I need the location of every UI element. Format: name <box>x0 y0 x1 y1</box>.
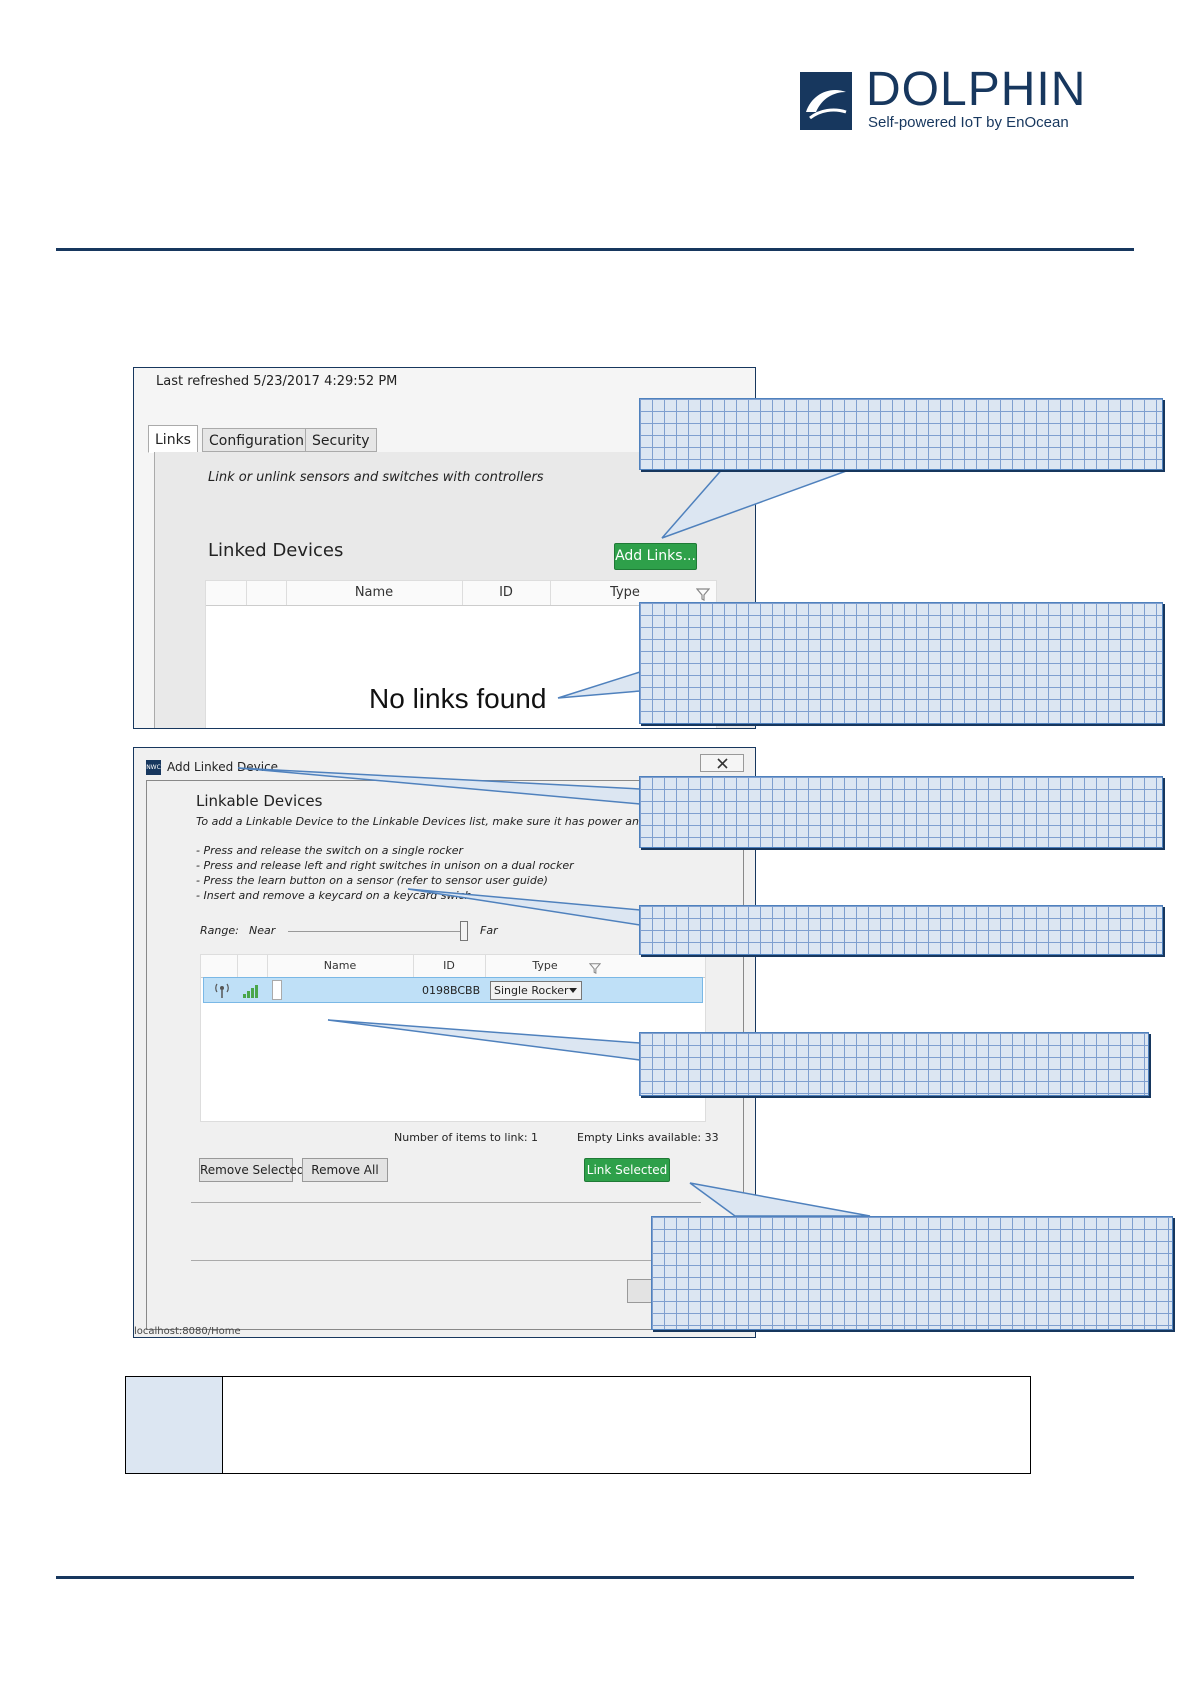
column-id[interactable]: ID <box>499 585 513 600</box>
link-selected-button[interactable]: Link Selected <box>584 1158 670 1182</box>
column-name[interactable]: Name <box>354 585 394 600</box>
remove-selected-button[interactable]: Remove Selected <box>199 1158 305 1182</box>
callout-box <box>639 776 1163 848</box>
callout-pointer <box>689 1182 871 1217</box>
instruction-item: - Insert and remove a keycard on a keyca… <box>196 889 472 902</box>
range-near-label: Near <box>249 924 276 937</box>
tab-links[interactable]: Links <box>148 425 198 453</box>
table-header: Name ID Type <box>206 581 716 606</box>
callout-box <box>639 1032 1149 1096</box>
signal-strength-icon <box>243 985 258 998</box>
range-far-label: Far <box>480 924 498 937</box>
linked-devices-title: Linked Devices <box>208 540 344 561</box>
callout-pointer <box>557 670 641 699</box>
logo-tagline: Self-powered IoT by EnOcean <box>868 114 1069 131</box>
callout-box <box>651 1216 1173 1330</box>
header-rule <box>56 248 1134 251</box>
device-type-select[interactable]: Single Rocker <box>490 981 582 1000</box>
callout-box <box>639 905 1163 955</box>
range-slider-track[interactable] <box>288 931 464 932</box>
last-refreshed: Last refreshed 5/23/2017 4:29:52 PM <box>156 374 398 389</box>
dolphin-logo-icon <box>800 72 852 130</box>
no-links-message: No links found <box>369 683 547 714</box>
name-input[interactable] <box>272 980 282 1000</box>
divider <box>191 1260 701 1261</box>
note-box <box>125 1376 1031 1474</box>
callout-pointer <box>661 465 861 539</box>
callout-box <box>639 398 1163 470</box>
callout-pointer <box>237 767 641 805</box>
dialog-title: Add Linked Device <box>167 760 279 774</box>
chevron-down-icon <box>569 988 577 993</box>
status-bar-url: localhost:8080/Home <box>134 1326 241 1337</box>
add-links-button[interactable]: Add Links... <box>614 543 697 570</box>
note-icon-cell <box>126 1377 223 1473</box>
linked-devices-table: Name ID Type No links found <box>205 580 717 728</box>
range-slider-thumb[interactable] <box>460 921 468 941</box>
instruction-item: - Press and release left and right switc… <box>196 859 574 872</box>
callout-pointer <box>407 888 641 926</box>
linkable-intro: To add a Linkable Device to the Linkable… <box>196 815 688 828</box>
dialog-body: Linkable Devices To add a Linkable Devic… <box>146 780 744 1330</box>
column-name[interactable]: Name <box>323 959 357 972</box>
linkable-devices-table: Name ID Type <box>200 954 706 1122</box>
tab-security[interactable]: Security <box>305 428 377 452</box>
divider <box>191 1202 701 1203</box>
column-type[interactable]: Type <box>532 959 558 972</box>
callout-box <box>639 602 1163 724</box>
remove-all-button[interactable]: Remove All <box>302 1158 388 1182</box>
footer-rule <box>56 1576 1134 1579</box>
instruction-item: - Press and release the switch on a sing… <box>196 844 464 857</box>
close-icon <box>717 758 728 769</box>
device-type-value: Single Rocker <box>494 984 569 997</box>
radio-signal-icon <box>215 983 229 998</box>
filter-icon[interactable] <box>588 959 602 978</box>
empty-links-count: Empty Links available: 33 <box>577 1131 719 1144</box>
column-id[interactable]: ID <box>443 959 455 972</box>
items-to-link-count: Number of items to link: 1 <box>394 1131 539 1144</box>
instruction-item: - Press the learn button on a sensor (re… <box>196 874 548 887</box>
links-description: Link or unlink sensors and switches with… <box>208 470 544 485</box>
table-row[interactable]: 0198BCBB Single Rocker <box>203 977 703 1003</box>
app-badge-icon: NWC <box>146 760 161 775</box>
column-type[interactable]: Type <box>610 585 640 600</box>
add-linked-device-screen: NWC Add Linked Device Linkable Devices T… <box>133 747 756 1338</box>
links-screen: Last refreshed 5/23/2017 4:29:52 PM Link… <box>133 367 756 729</box>
close-button[interactable] <box>700 754 744 772</box>
linkable-devices-title: Linkable Devices <box>196 792 323 810</box>
links-tab-panel: Link or unlink sensors and switches with… <box>154 452 755 728</box>
logo-name: DOLPHIN <box>866 63 1087 116</box>
callout-pointer <box>327 1019 641 1061</box>
device-id: 0198BCBB <box>422 984 481 997</box>
range-label: Range: <box>200 924 239 937</box>
tab-configuration[interactable]: Configuration <box>202 428 311 452</box>
filter-icon[interactable] <box>695 586 711 605</box>
